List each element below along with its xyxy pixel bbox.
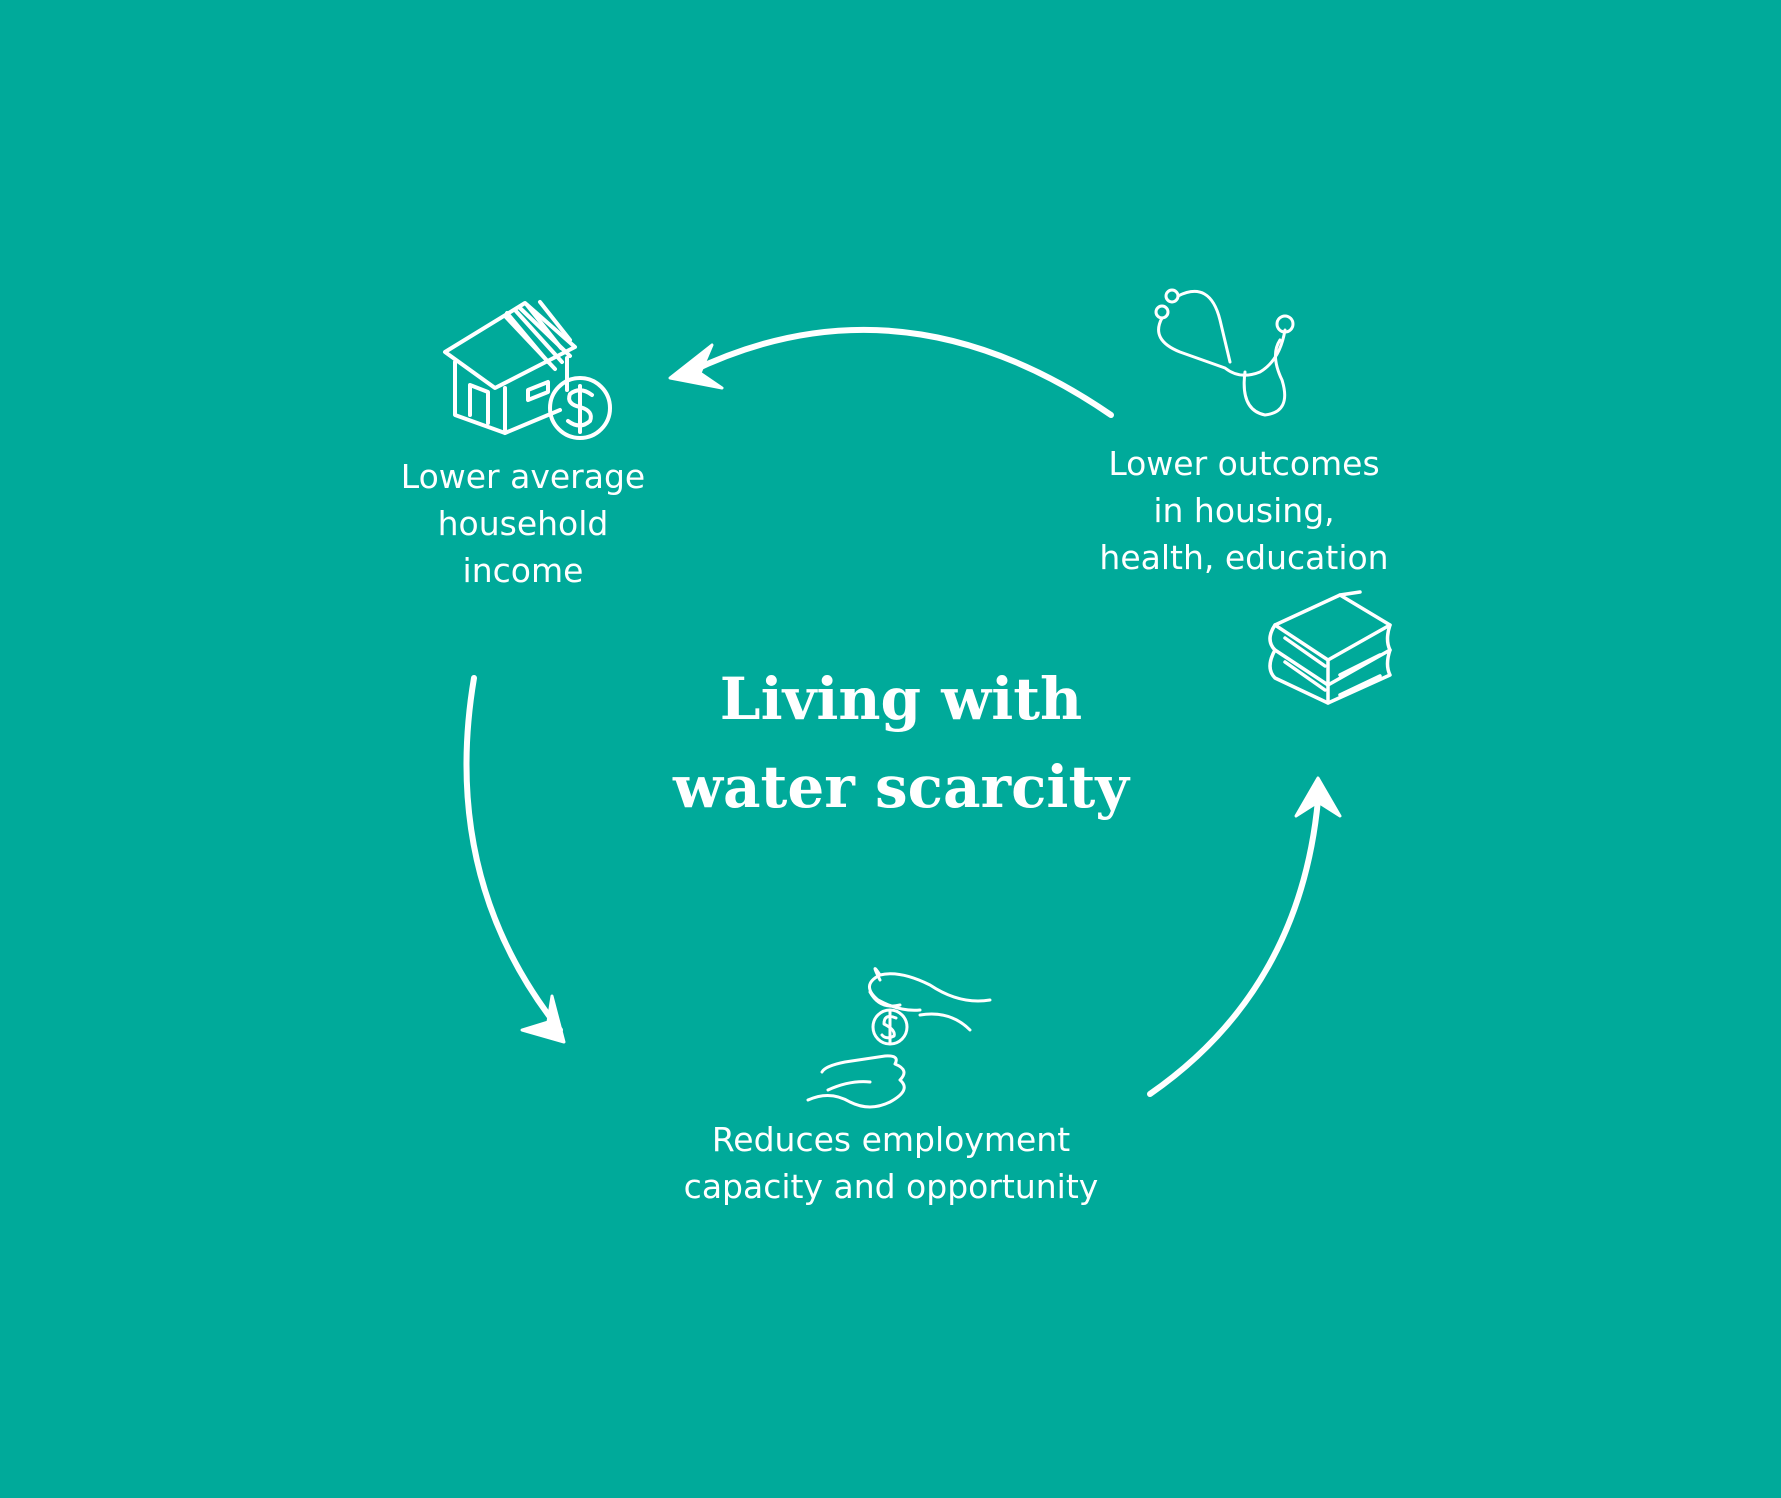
label-line: capacity and opportunity [683, 1167, 1099, 1206]
label-line: Lower average [400, 457, 646, 496]
label-line: Lower outcomes [1108, 444, 1380, 483]
arrow-to-outcomes [1147, 776, 1342, 1097]
label-line: household [437, 504, 609, 543]
label-line: income [462, 551, 584, 590]
arrow-to-income [668, 326, 1114, 418]
stethoscope-icon [1154, 288, 1295, 417]
books-icon [1268, 590, 1392, 705]
node-income-label: Lower average household income [401, 453, 645, 594]
arrow-to-employment [463, 675, 566, 1044]
hands-coin-icon [806, 967, 992, 1109]
label-line: health, education [1099, 538, 1389, 577]
house-dollar-icon [443, 300, 612, 440]
node-outcomes-label: Lower outcomes in housing, health, educa… [1099, 440, 1388, 581]
diagram-title: Living with water scarcity [673, 655, 1129, 831]
label-line: Reduces employment [711, 1120, 1071, 1159]
title-line-2: water scarcity [673, 753, 1129, 821]
label-line: in housing, [1153, 491, 1335, 530]
node-employment-label: Reduces employment capacity and opportun… [684, 1116, 1099, 1210]
title-line-1: Living with [719, 665, 1083, 733]
